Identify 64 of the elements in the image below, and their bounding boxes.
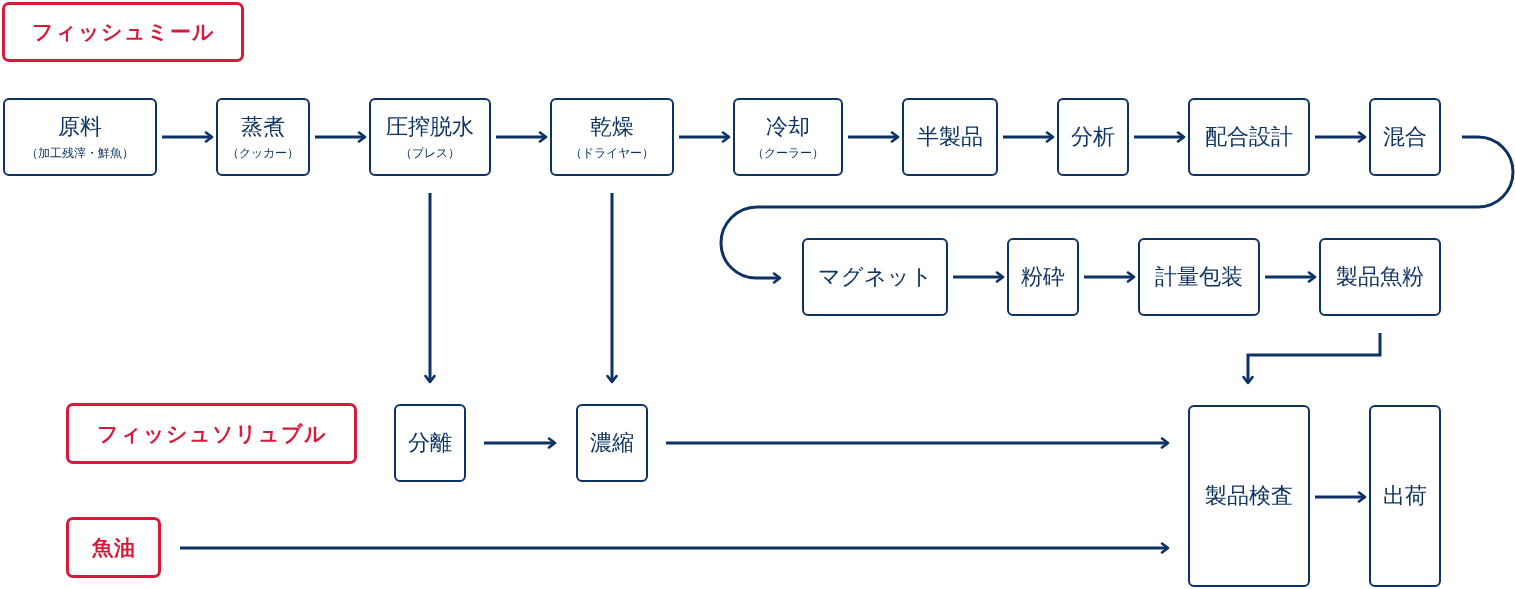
- arrow: [1265, 271, 1317, 283]
- process-box: [1188, 405, 1310, 587]
- process-box: [394, 404, 466, 482]
- process-box: [1319, 238, 1441, 316]
- arrow: [1315, 131, 1367, 143]
- process-box: [576, 404, 648, 482]
- process-box: [802, 238, 948, 316]
- step-label: 製品魚粉: [1336, 263, 1424, 291]
- step-label: 圧搾脱水: [386, 113, 474, 141]
- arrow: [606, 193, 618, 384]
- process-box: [3, 98, 157, 176]
- section-heading-box: [66, 517, 161, 578]
- section-heading: 魚油: [91, 534, 136, 562]
- section-heading-box: [66, 403, 357, 464]
- step-label: マグネット: [817, 263, 933, 291]
- process-box: [216, 98, 310, 176]
- arrow: [1134, 131, 1186, 143]
- process-box: [1007, 238, 1079, 316]
- step-label: 原料: [58, 113, 102, 141]
- section-heading-box: [2, 2, 244, 62]
- section-heading: フィッシュミール: [31, 19, 215, 46]
- arrow: [315, 131, 367, 143]
- process-box: [1188, 98, 1310, 176]
- step-label: 計量包装: [1155, 263, 1243, 291]
- step-label: 半製品: [917, 123, 983, 151]
- arrow: [719, 135, 1515, 284]
- step-label: 混合: [1383, 123, 1427, 151]
- equipment-label: （クッカー）: [227, 145, 299, 161]
- step-label: 冷却: [766, 113, 810, 141]
- arrow: [1242, 333, 1382, 385]
- equipment-label: （ドライヤー）: [570, 145, 654, 161]
- step-label: 製品検査: [1205, 482, 1293, 510]
- arrow: [666, 437, 1170, 449]
- process-box: [1369, 98, 1441, 176]
- step-label: 分離: [408, 429, 452, 457]
- equipment-label: （プレス）: [400, 145, 460, 161]
- arrow: [484, 437, 557, 449]
- process-box: [733, 98, 843, 176]
- arrow: [1315, 491, 1367, 503]
- process-box: [369, 98, 491, 176]
- arrow: [953, 271, 1005, 283]
- arrow: [424, 193, 436, 384]
- equipment-label: （加工残滓・鮮魚）: [26, 145, 134, 161]
- arrow: [1003, 131, 1055, 143]
- step-label: 濃縮: [590, 429, 634, 457]
- process-box: [1138, 238, 1260, 316]
- step-label: 出荷: [1383, 482, 1427, 510]
- step-label: 蒸煮: [241, 113, 285, 141]
- step-label: 配合設計: [1205, 123, 1293, 151]
- arrow: [1084, 271, 1136, 283]
- arrow: [679, 131, 731, 143]
- step-label: 分析: [1071, 123, 1115, 151]
- arrow: [496, 131, 548, 143]
- process-box: [550, 98, 674, 176]
- arrow: [180, 542, 1170, 554]
- process-box: [902, 98, 998, 176]
- step-label: 乾燥: [590, 113, 634, 141]
- process-box: [1057, 98, 1129, 176]
- arrow: [848, 131, 900, 143]
- process-box: [1369, 405, 1441, 587]
- equipment-label: （クーラー）: [752, 145, 824, 161]
- section-heading: フィッシュソリュブル: [96, 420, 327, 448]
- step-label: 粉砕: [1021, 263, 1065, 291]
- arrow: [162, 131, 214, 143]
